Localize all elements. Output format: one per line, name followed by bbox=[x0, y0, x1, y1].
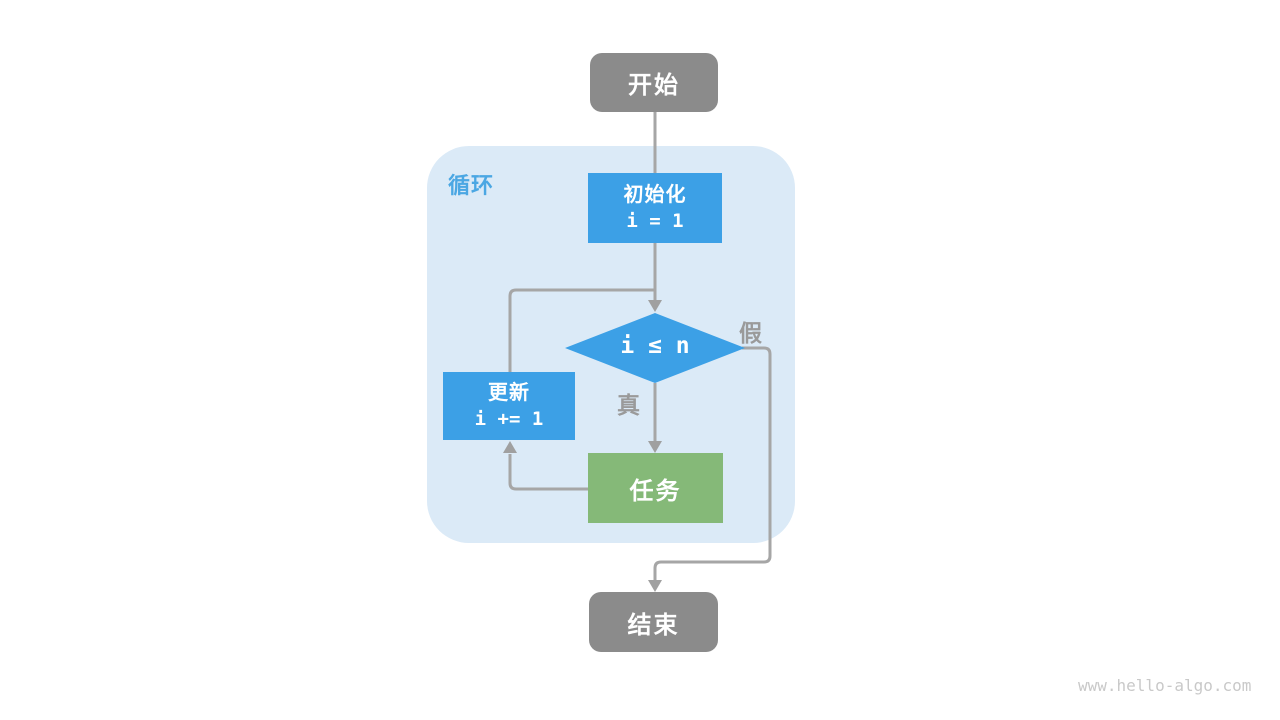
init-process-node: 初始化 i = 1 bbox=[588, 173, 722, 243]
edge-task-to-update bbox=[508, 454, 588, 491]
watermark: www.hello-algo.com bbox=[1078, 676, 1252, 695]
arrowhead-into-update bbox=[503, 441, 517, 453]
condition-diamond-shape bbox=[565, 313, 745, 383]
update-node-title: 更新 bbox=[488, 382, 530, 404]
arrowhead-into-end bbox=[648, 580, 662, 592]
false-branch-label: 假 bbox=[739, 320, 762, 346]
arrowhead-into-task bbox=[648, 441, 662, 453]
end-node: 结束 bbox=[589, 592, 718, 652]
true-branch-label: 真 bbox=[617, 392, 640, 418]
init-node-code: i = 1 bbox=[626, 210, 684, 232]
task-process-node: 任务 bbox=[588, 453, 723, 523]
condition-node-label: i ≤ n bbox=[620, 333, 690, 359]
end-node-label: 结束 bbox=[627, 611, 680, 639]
start-node-label: 开始 bbox=[628, 72, 680, 99]
loop-label: 循环 bbox=[448, 173, 495, 198]
task-node-label: 任务 bbox=[629, 477, 682, 505]
arrowhead-into-condition bbox=[648, 300, 662, 312]
start-node: 开始 bbox=[590, 53, 718, 112]
update-node-code: i += 1 bbox=[474, 408, 544, 430]
edge-update-loopback bbox=[508, 288, 655, 372]
update-process-node: 更新 i += 1 bbox=[443, 372, 575, 440]
init-node-title: 初始化 bbox=[623, 184, 687, 206]
edge-condition-to-end bbox=[653, 346, 772, 581]
